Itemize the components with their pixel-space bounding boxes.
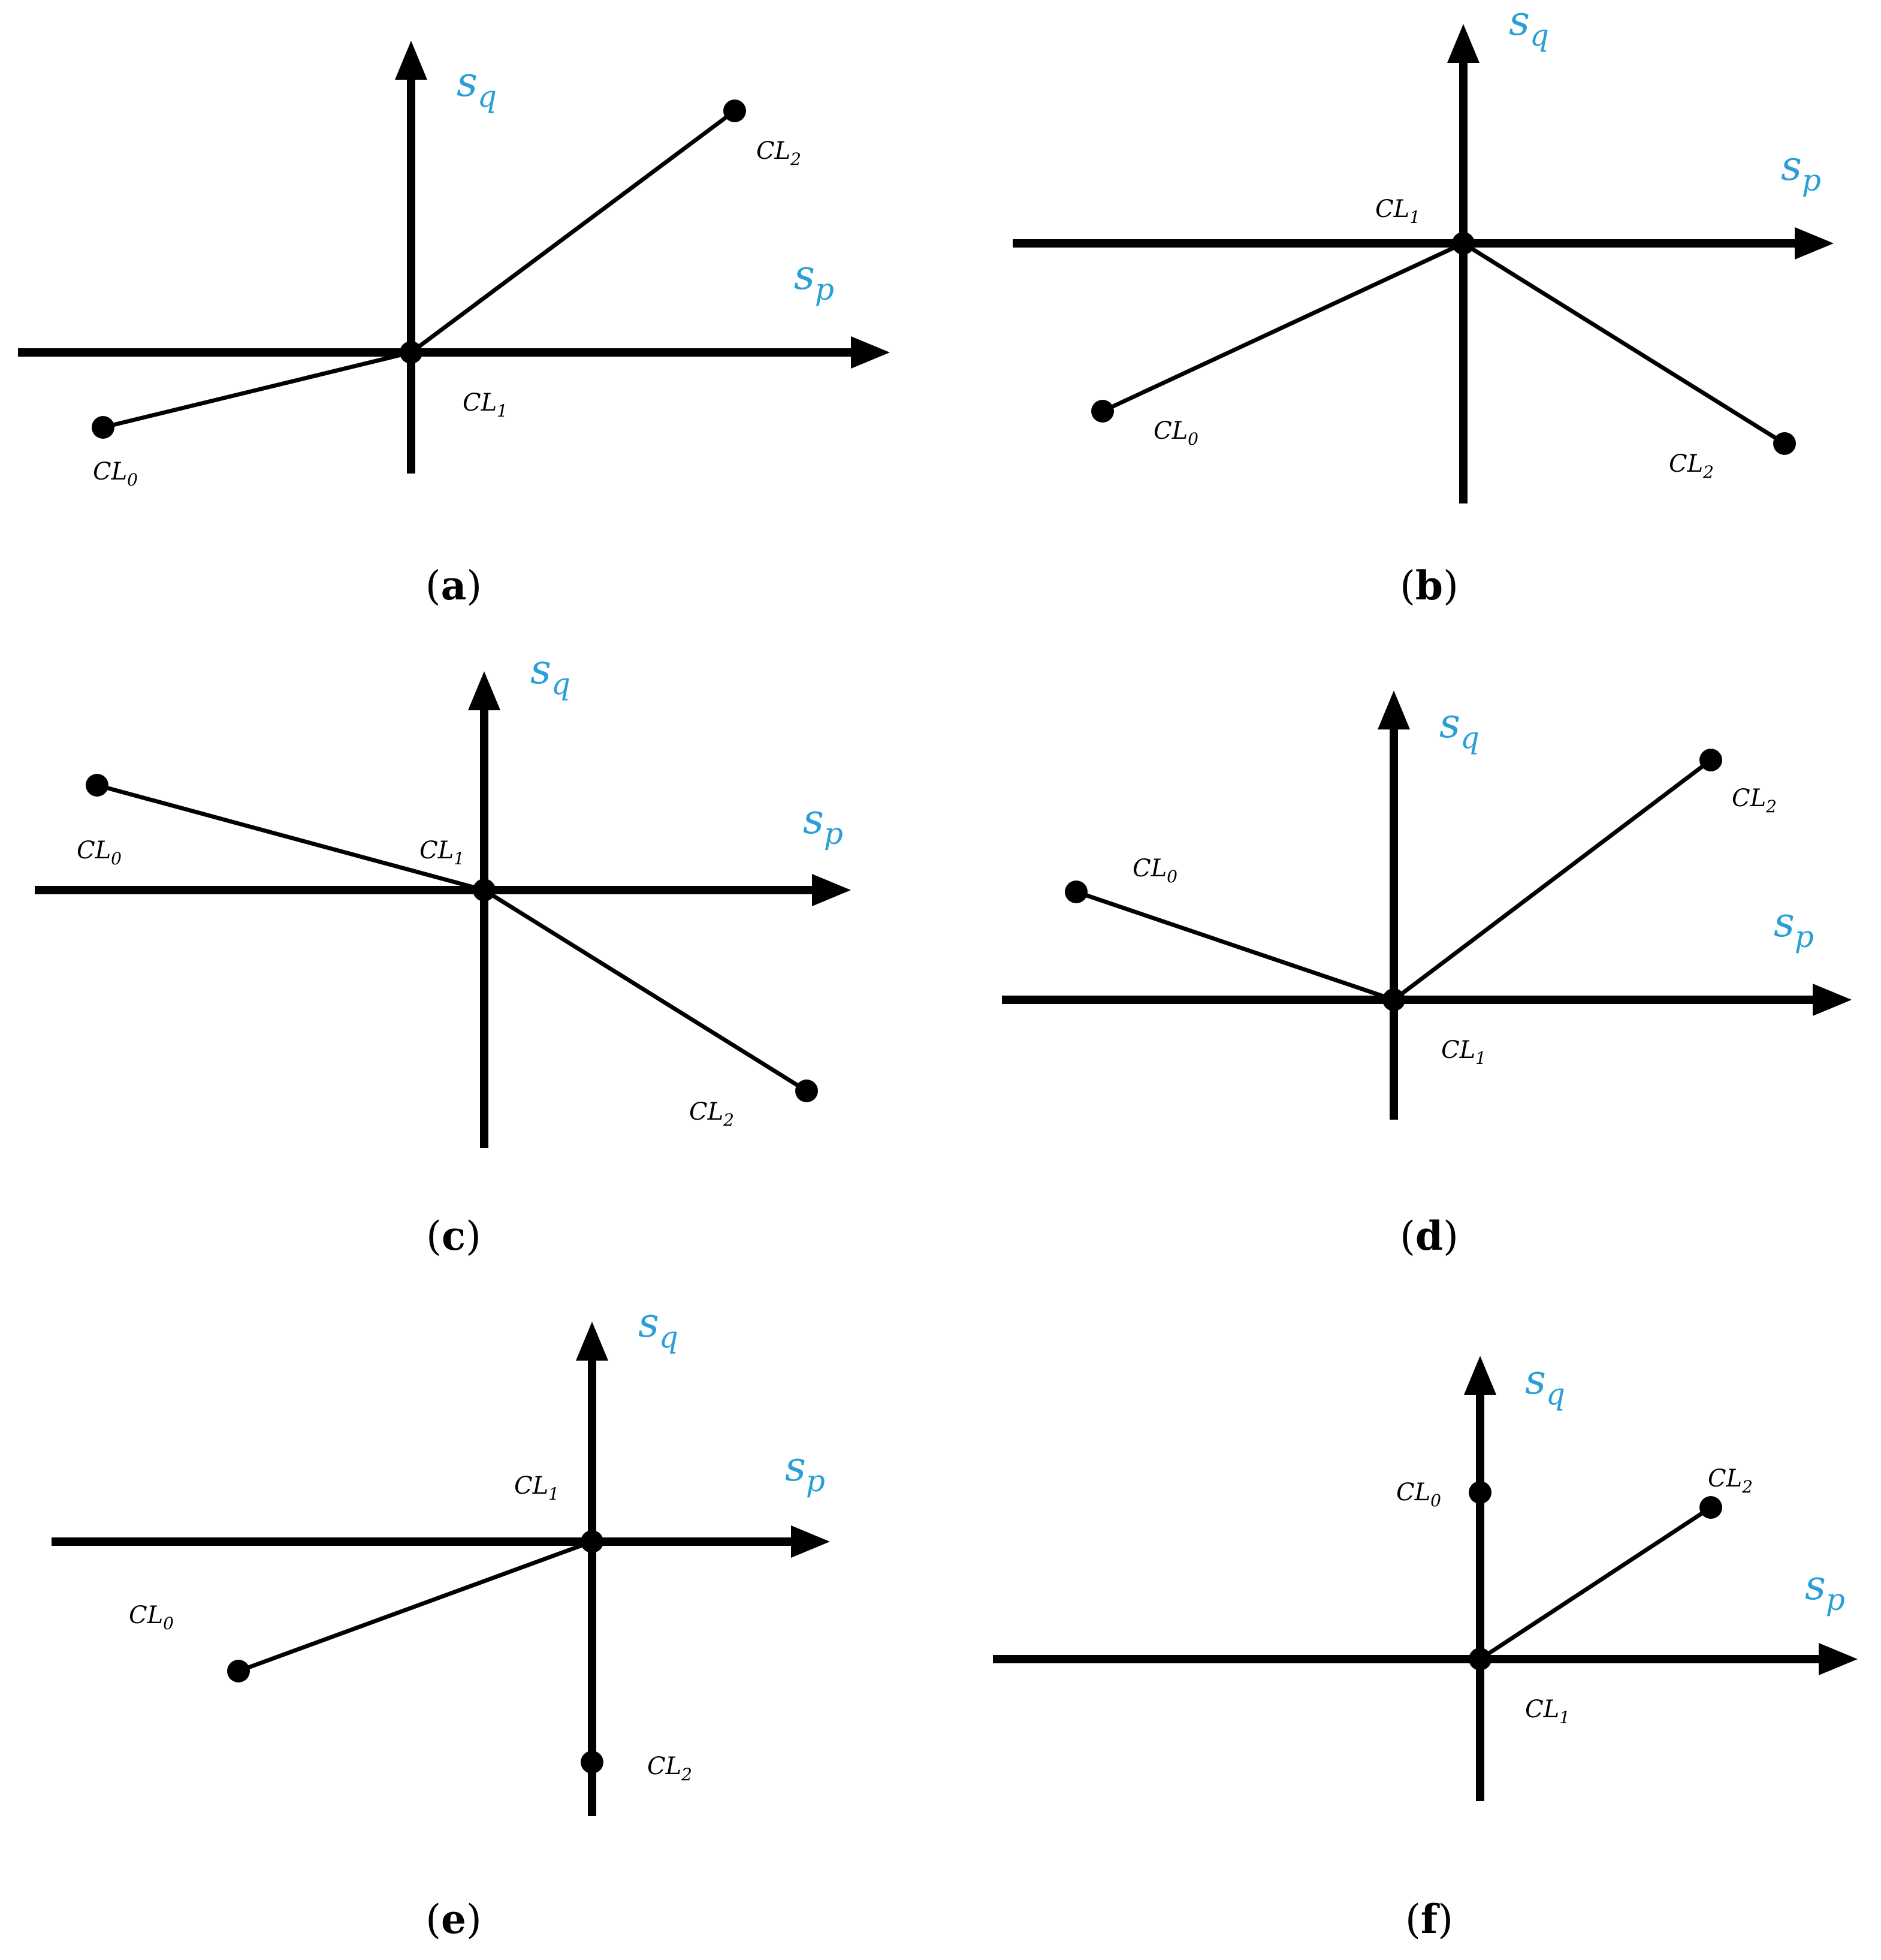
- panel-c-point-cl1: [473, 879, 496, 901]
- panel-a-point-cl1: [400, 341, 422, 364]
- panel-f-vertical-arrowhead: [1464, 1356, 1496, 1395]
- panel-a-cl2-label: CL2: [756, 137, 801, 169]
- panel-c: sq sp CL0 CL1 CL2 (c): [35, 646, 851, 1259]
- panel-c-sq-label: sq: [530, 646, 570, 701]
- panel-e-vertical-arrowhead: [576, 1322, 608, 1361]
- panel-e-segment-cl0-cl1: [237, 1539, 593, 1673]
- panel-b-cl1-label: CL1: [1375, 195, 1420, 227]
- panel-b-point-cl1: [1452, 232, 1475, 255]
- panel-b-vertical-arrowhead: [1447, 24, 1480, 63]
- panel-f: sq sp CL0 CL1 CL2 (f): [993, 1356, 1858, 1943]
- panel-e-cl0-label: CL0: [129, 1602, 174, 1633]
- panel-d-segment-cl1-cl2: [1392, 758, 1713, 1002]
- panel-b-segment-cl1-cl2: [1462, 242, 1786, 445]
- panel-f-horizontal-arrowhead: [1819, 1643, 1858, 1675]
- panel-d-point-cl1: [1382, 988, 1405, 1011]
- panel-e-point-cl1: [581, 1530, 603, 1553]
- panel-f-sq-label: sq: [1525, 1356, 1565, 1412]
- panel-d-point-cl0: [1065, 881, 1088, 903]
- panel-d-sp-label: sp: [1774, 899, 1814, 954]
- panel-e-horizontal-arrowhead: [791, 1525, 830, 1558]
- panel-d: sq sp CL0 CL1 CL2 (d): [1002, 690, 1852, 1259]
- panel-c-caption: (c): [426, 1213, 481, 1259]
- panel-e: sq sp CL0 CL1 CL2 (e): [52, 1299, 830, 1943]
- panel-a-sq-label: sq: [457, 59, 497, 114]
- panel-f-cl2-label: CL2: [1708, 1465, 1753, 1497]
- panel-e-cl1-label: CL1: [514, 1472, 559, 1504]
- panel-f-point-cl1: [1469, 1648, 1491, 1670]
- panel-b-caption: (b): [1400, 562, 1459, 609]
- panel-a-sp-label: sp: [794, 252, 834, 307]
- panel-c-point-cl2: [795, 1079, 818, 1102]
- panel-e-point-cl2: [581, 1751, 603, 1774]
- panel-c-cl2-label: CL2: [689, 1098, 734, 1130]
- panel-f-point-cl0: [1469, 1481, 1491, 1504]
- panel-d-sq-label: sq: [1439, 700, 1480, 755]
- panel-f-cl0-label: CL0: [1396, 1479, 1441, 1510]
- panel-f-segment-cl1-cl2: [1479, 1506, 1712, 1661]
- panel-d-cl0-label: CL0: [1133, 855, 1177, 886]
- panel-d-horizontal-arrowhead: [1813, 984, 1852, 1016]
- panel-c-segment-cl1-cl2: [483, 888, 808, 1093]
- panel-e-caption: (e): [425, 1896, 482, 1943]
- panel-b-point-cl0: [1091, 400, 1114, 423]
- panel-b-cl0-label: CL0: [1154, 417, 1198, 449]
- panel-b-sp-label: sp: [1781, 143, 1821, 198]
- panel-a-cl1-label: CL1: [463, 389, 508, 421]
- panel-c-point-cl0: [86, 774, 108, 797]
- panel-a: sq sp CL0 CL1 CL2 (a): [18, 41, 890, 609]
- panel-a-horizontal-arrowhead: [851, 336, 890, 369]
- panel-a-caption: (a): [425, 562, 482, 609]
- panel-d-caption: (d): [1400, 1213, 1459, 1259]
- panel-c-vertical-arrowhead: [468, 671, 500, 710]
- panel-d-cl2-label: CL2: [1732, 785, 1777, 816]
- panel-e-sq-label: sq: [638, 1299, 678, 1355]
- panel-f-cl1-label: CL1: [1525, 1696, 1570, 1727]
- panel-e-sp-label: sp: [785, 1443, 825, 1498]
- panel-c-segment-cl0-cl1: [96, 783, 485, 892]
- panel-c-cl0-label: CL0: [77, 837, 122, 869]
- panel-d-point-cl2: [1699, 749, 1722, 771]
- panel-a-point-cl0: [92, 416, 114, 439]
- panel-b-horizontal-arrowhead: [1795, 227, 1834, 260]
- panel-f-sp-label: sp: [1805, 1562, 1845, 1617]
- panel-d-vertical-arrowhead: [1378, 690, 1410, 729]
- panel-e-cl2-label: CL2: [647, 1753, 692, 1784]
- panel-c-horizontal-arrowhead: [812, 874, 851, 906]
- panel-a-point-cl2: [723, 99, 746, 122]
- panel-b: sq sp CL0 CL1 CL2 (b): [1013, 0, 1834, 609]
- panel-a-segment-cl0-cl1: [102, 350, 412, 430]
- panel-f-point-cl2: [1699, 1496, 1722, 1519]
- panel-d-segment-cl0-cl1: [1075, 889, 1395, 1002]
- panel-a-vertical-arrowhead: [395, 41, 427, 80]
- panel-a-cl0-label: CL0: [93, 458, 138, 490]
- panel-a-segment-cl1-cl2: [409, 109, 736, 354]
- panel-b-cl2-label: CL2: [1669, 450, 1714, 482]
- panel-c-cl1-label: CL1: [419, 837, 464, 869]
- panel-e-point-cl0: [227, 1660, 250, 1682]
- panel-d-cl1-label: CL1: [1441, 1036, 1486, 1068]
- panel-b-segment-cl0-cl1: [1101, 241, 1465, 414]
- panel-b-point-cl2: [1773, 432, 1796, 455]
- panel-f-caption: (f): [1405, 1896, 1453, 1943]
- panel-c-sp-label: sp: [803, 796, 843, 851]
- panel-b-sq-label: sq: [1509, 0, 1549, 53]
